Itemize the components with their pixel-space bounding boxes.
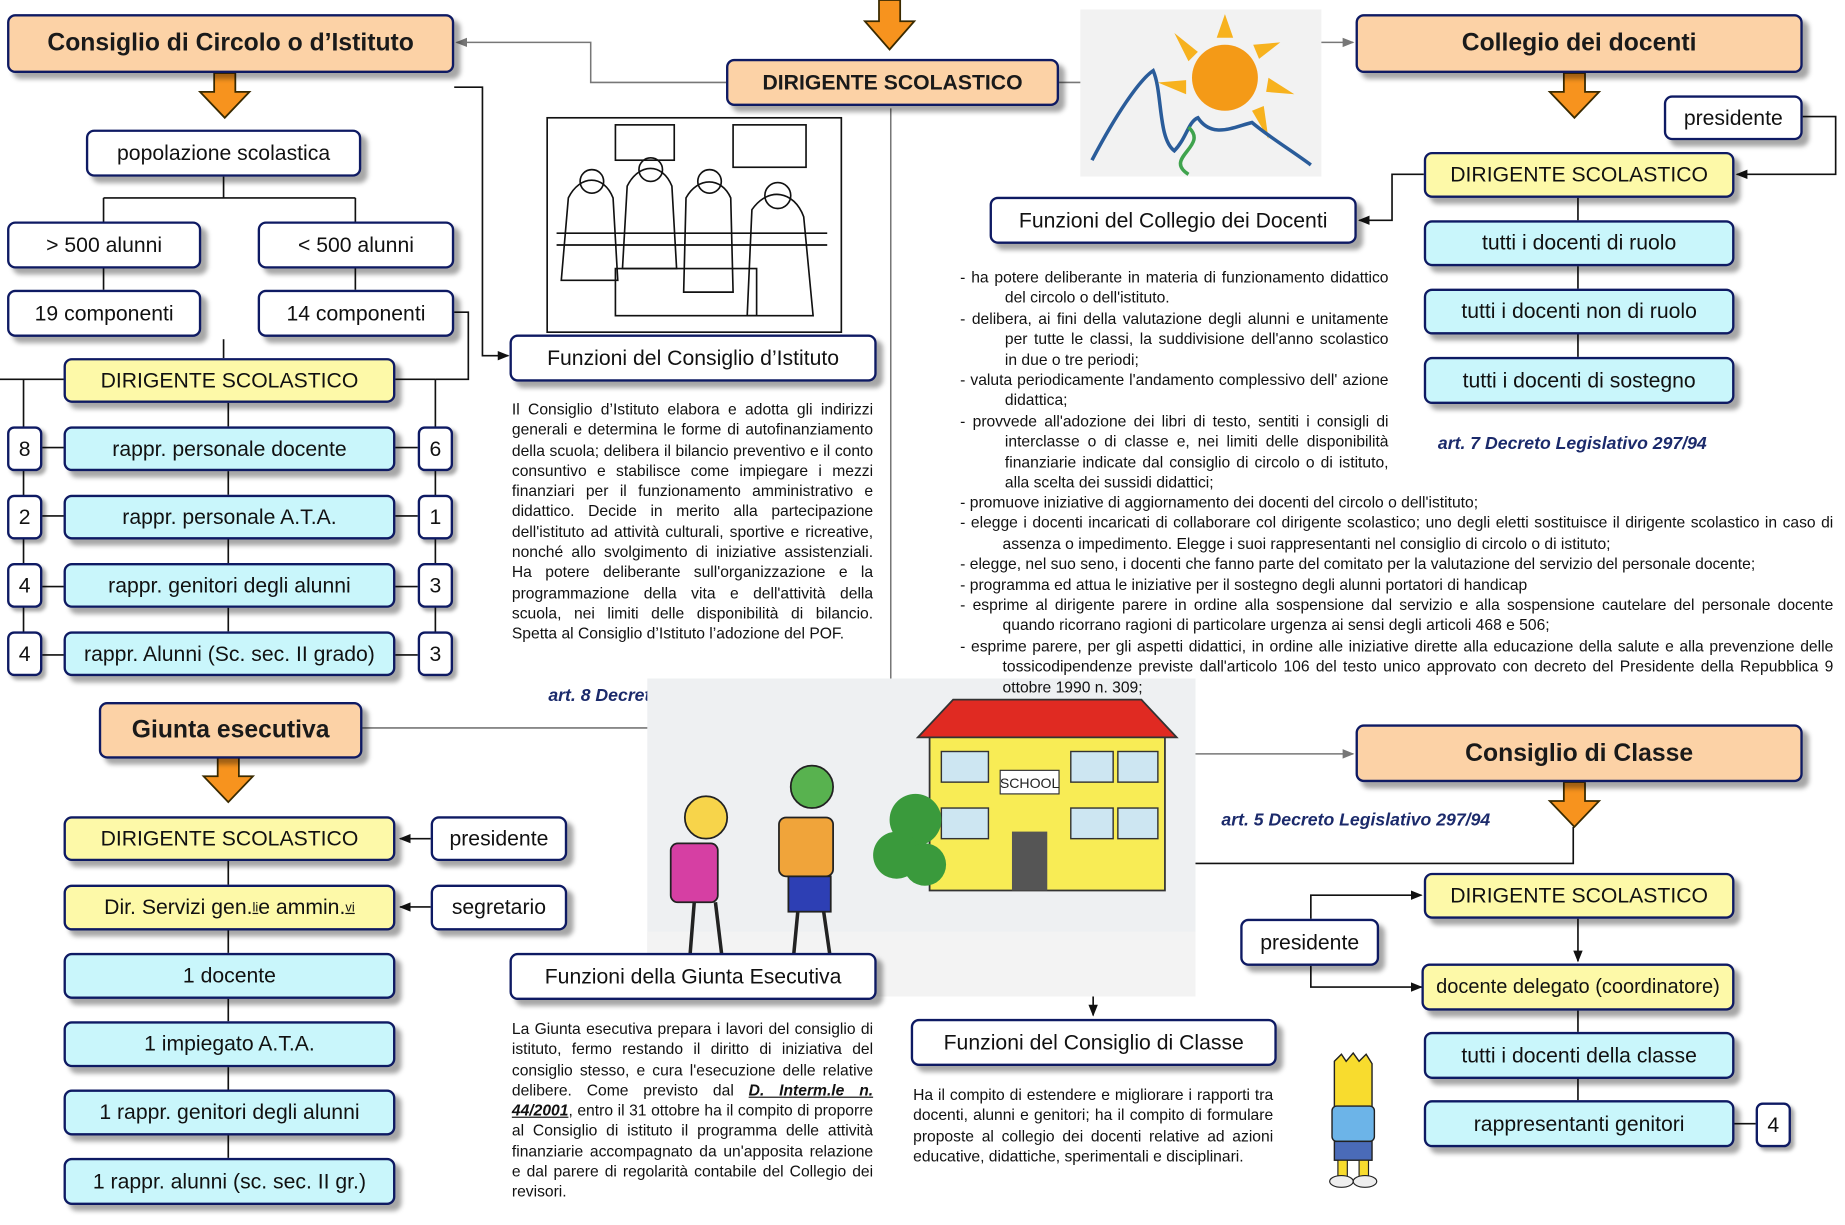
giunta-genitori-box: 1 rappr. genitori degli alunni [63, 1089, 396, 1136]
dir-servizi-sup1: li [252, 900, 259, 915]
funzioni-collegio-title: Funzioni del Collegio dei Docenti [989, 196, 1357, 244]
funzioni-classe-title: Funzioni del Consiglio di Classe [910, 1018, 1277, 1066]
classe-presidente-box: presidente [1240, 918, 1380, 966]
dir-servizi-sup2: vi [345, 900, 355, 915]
count-genitori-over500: 4 [7, 563, 43, 608]
giunta-dirigente-box: DIRIGENTE SCOLASTICO [63, 816, 396, 862]
school-children-illustration: SCHOOL [647, 678, 1196, 997]
classe-dirigente-box: DIRIGENTE SCOLASTICO [1423, 872, 1735, 919]
docenti-di-ruolo-box: tutti i docenti di ruolo [1423, 220, 1735, 267]
count-ata-under500: 1 [417, 494, 454, 540]
arrow-down-icon [201, 757, 256, 804]
arrow-down-icon [1547, 782, 1602, 829]
funzioni-collegio-list-narrow: - ha potere deliberante in materia di fu… [960, 267, 1388, 493]
classroom-engraving-illustration [544, 115, 844, 335]
rappr-genitori-box: rappr. genitori degli alunni [63, 563, 396, 608]
decreto-interministeriale-link[interactable]: D. Interm.le n. 44/2001 [511, 1081, 874, 1120]
funzioni-giunta-text-b: , entro il 31 ottobre ha il compito di p… [511, 1101, 874, 1201]
docenti-non-di-ruolo-box: tutti i docenti non di ruolo [1423, 288, 1735, 335]
docente-delegato-box: docente delegato (coordinatore) [1421, 963, 1735, 1011]
sun-mountain-logo [1080, 9, 1322, 177]
collegio-item: - programma ed attua le iniziative per i… [960, 575, 1528, 594]
rappresentanti-genitori-box: rappresentanti genitori [1423, 1100, 1735, 1148]
collegio-dirigente-box: DIRIGENTE SCOLASTICO [1423, 151, 1735, 198]
arrow-down-icon [197, 73, 252, 120]
dir-servizi-label-a: Dir. Servizi gen. [104, 895, 253, 919]
funzioni-giunta-title: Funzioni della Giunta Esecutiva [509, 952, 877, 1001]
14-componenti-box: 14 componenti [257, 289, 455, 337]
giunta-impiegato-ata-box: 1 impiegato A.T.A. [63, 1021, 396, 1068]
collegio-item: - elegge i docenti incaricati di collabo… [960, 514, 1834, 553]
giunta-alunni-box: 1 rappr. alunni (sc. sec. II gr.) [63, 1157, 396, 1205]
dir-servizi-box: Dir. Servizi gen.li e ammin.vi [63, 884, 396, 931]
collegio-item: - delibera, ai fini della valutazione de… [960, 309, 1389, 369]
consiglio-dirigente-box: DIRIGENTE SCOLASTICO [63, 358, 396, 403]
funzioni-consiglio-text: Il Consiglio d’Istituto elabora e adotta… [511, 400, 874, 643]
funzioni-classe-text: Ha il compito di estendere e migliorare … [913, 1086, 1274, 1165]
giunta-esecutiva-title: Giunta esecutiva [98, 702, 363, 759]
popolazione-scolastica-box: popolazione scolastica [85, 129, 362, 177]
count-alunni-under500: 3 [417, 631, 454, 677]
docenti-della-classe-box: tutti i docenti della classe [1423, 1031, 1735, 1079]
collegio-presidente-box: presidente [1663, 95, 1803, 141]
rappr-alunni-box: rappr. Alunni (Sc. sec. II grado) [63, 631, 396, 677]
art5-reference: art. 5 Decreto Legislativo 297/94 [1221, 810, 1491, 831]
arrow-down-icon [862, 0, 917, 51]
under-500-alunni-box: < 500 alunni [257, 221, 455, 269]
funzioni-collegio-list-wide: - promuove iniziative di aggiornamento d… [960, 492, 1833, 697]
collegio-item: - elegge, nel suo seno, i docenti che fa… [960, 555, 1756, 573]
consiglio-classe-title: Consiglio di Classe [1355, 724, 1803, 783]
count-ata-over500: 2 [7, 494, 43, 540]
funzioni-giunta-text: La Giunta esecutiva prepara i lavori del… [512, 1019, 873, 1202]
collegio-item: - ha potere deliberante in materia di fu… [960, 268, 1389, 307]
giunta-docente-box: 1 docente [63, 952, 396, 999]
dirigente-scolastico-center: DIRIGENTE SCOLASTICO [726, 58, 1060, 107]
funzioni-giunta-text-a: La Giunta esecutiva prepara i lavori del… [511, 1020, 874, 1099]
collegio-item: - valuta periodicamente l'andamento comp… [960, 371, 1389, 410]
count-docenti-over500: 8 [7, 426, 43, 472]
giunta-segretario-box: segretario [430, 884, 568, 931]
funzioni-consiglio-title: Funzioni del Consiglio d’Istituto [509, 334, 877, 382]
count-genitori-under500: 3 [417, 563, 454, 608]
arrow-down-icon [1547, 73, 1602, 120]
over-500-alunni-box: > 500 alunni [7, 221, 202, 269]
count-alunni-over500: 4 [7, 631, 43, 677]
giunta-presidente-box: presidente [430, 816, 568, 862]
rappr-personale-ata-box: rappr. personale A.T.A. [63, 494, 396, 540]
collegio-item: - provvede all'adozione dei libri di tes… [960, 412, 1389, 492]
consiglio-istituto-title: Consiglio di Circolo o d’Istituto [7, 14, 455, 74]
collegio-item: - promuove iniziative di aggiornamento d… [960, 493, 1479, 512]
cartoon-kid-illustration [1329, 1051, 1378, 1188]
collegio-item: - esprime parere, per gli aspetti didatt… [960, 637, 1834, 696]
school-sign: SCHOOL [1000, 775, 1060, 791]
dir-servizi-label-b: e ammin. [258, 895, 346, 919]
docenti-di-sostegno-box: tutti i docenti di sostegno [1423, 356, 1735, 405]
19-componenti-box: 19 componenti [7, 289, 202, 337]
count-docenti-under500: 6 [417, 426, 454, 472]
art7-reference: art. 7 Decreto Legislativo 297/94 [1437, 433, 1707, 454]
collegio-item: - esprime al dirigente parere in ordine … [960, 596, 1834, 635]
collegio-docenti-title: Collegio dei docenti [1355, 14, 1803, 74]
rappr-personale-docente-box: rappr. personale docente [63, 426, 396, 472]
count-genitori-classe: 4 [1755, 1102, 1791, 1148]
